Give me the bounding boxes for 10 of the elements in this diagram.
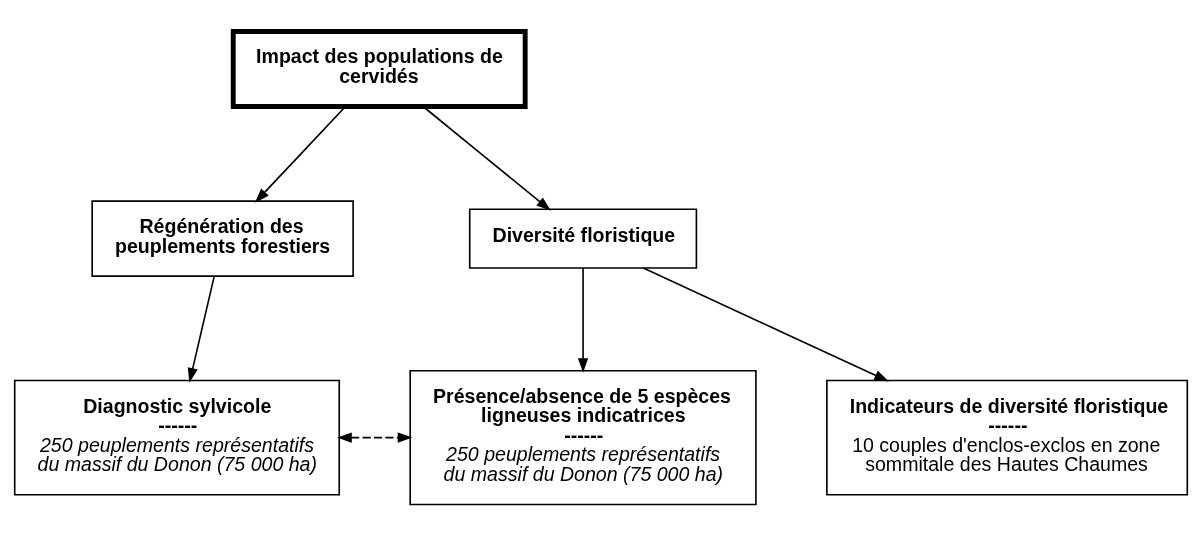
node-box: Présence/absence de 5 espèces ligneuses indicatrices ------ 250 peuplements représentatifs du massif du Donon (75 000 ha)	[409, 369, 757, 505]
node-box: Impact des populations de cervidés	[230, 28, 528, 109]
arrow	[642, 266, 889, 381]
node-box: Diagnostic sylvicole ------ 250 peuplements représentatifs du massif du Donon (75 000 ha)	[13, 379, 341, 495]
node-box: Régénération des peuplements forestiers	[91, 199, 354, 277]
arrow	[577, 267, 589, 373]
arrow	[337, 431, 413, 443]
node-box: Diversité floristique	[468, 207, 698, 269]
node-box: Indicateurs de diversité floristique ------ 10 couples d'enclos-exclos en zone sommitale des Hautes Chaumes	[826, 379, 1189, 495]
arrow	[187, 274, 216, 383]
